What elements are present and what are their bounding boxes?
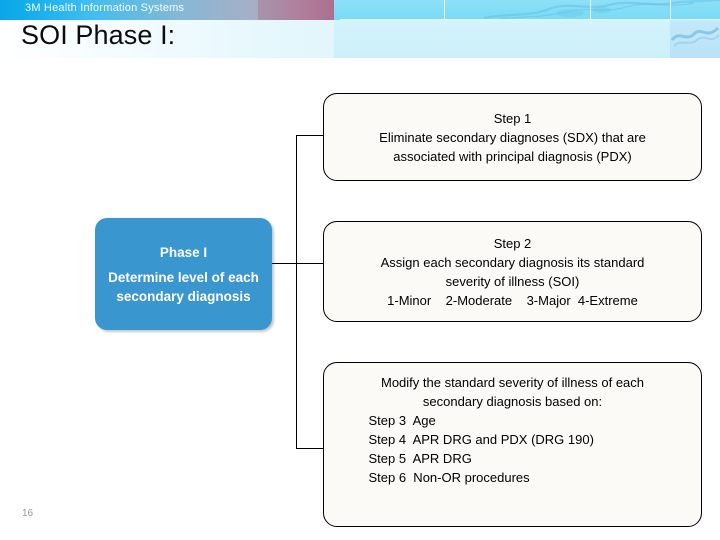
slide-header-banner: 3M Health Information Systems	[0, 0, 720, 58]
step-2-line-2: severity of illness (SOI)	[445, 273, 580, 289]
step-2-content: Step 2 Assign each secondary diagnosis i…	[367, 234, 659, 310]
connector-vertical-trunk	[296, 135, 298, 449]
header-hairline	[340, 19, 720, 20]
phase-i-subtitle: Determine level of each secondary diagno…	[108, 269, 259, 304]
connector-branch-step3	[296, 448, 323, 450]
slide-number: 16	[22, 508, 34, 519]
header-strip-cyan	[334, 0, 720, 20]
header-corner-squiggle-icon	[670, 26, 720, 47]
step-3-6-list: Step 3 Age Step 4 APR DRG and PDX (DRG 1…	[368, 413, 594, 485]
header-strip-mauve	[258, 0, 334, 20]
header-lower-band	[334, 20, 720, 58]
step-2-box[interactable]: Step 2 Assign each secondary diagnosis i…	[323, 221, 702, 322]
header-strip-blue	[0, 0, 258, 20]
step-1-content: Step 1 Eliminate secondary diagnoses (SD…	[365, 109, 660, 166]
step-1-line-2: associated with principal diagnosis (PDX…	[393, 148, 632, 164]
step-3-6-content: Modify the standard severity of illness …	[355, 363, 671, 487]
soi-severity-scale: 1-Minor 2-Moderate 3-Major 4-Extreme	[387, 292, 638, 308]
connector-branch-step1	[296, 135, 323, 137]
step-1-heading: Step 1	[493, 110, 532, 126]
step-1-box[interactable]: Step 1 Eliminate secondary diagnoses (SD…	[323, 93, 702, 181]
connector-branch-step2	[272, 263, 323, 265]
modify-line-2: secondary diagnosis based on:	[422, 394, 603, 409]
step-2-heading: Step 2	[493, 235, 532, 251]
phase-i-title: Phase I	[159, 244, 208, 260]
page-title: SOI Phase I:	[21, 20, 176, 50]
step-3-6-box[interactable]: Modify the standard severity of illness …	[323, 362, 702, 527]
header-graph-artwork	[483, 0, 720, 20]
modify-line-1: Modify the standard severity of illness …	[380, 375, 645, 390]
step-2-line-1: Assign each secondary diagnosis its stan…	[380, 254, 645, 270]
step-1-line-1: Eliminate secondary diagnoses (SDX) that…	[379, 129, 646, 145]
brand-label: 3M Health Information Systems	[25, 2, 185, 14]
header-corner-artwork	[670, 20, 720, 58]
phase-i-box[interactable]: Phase I Determine level of each secondar…	[95, 218, 272, 330]
